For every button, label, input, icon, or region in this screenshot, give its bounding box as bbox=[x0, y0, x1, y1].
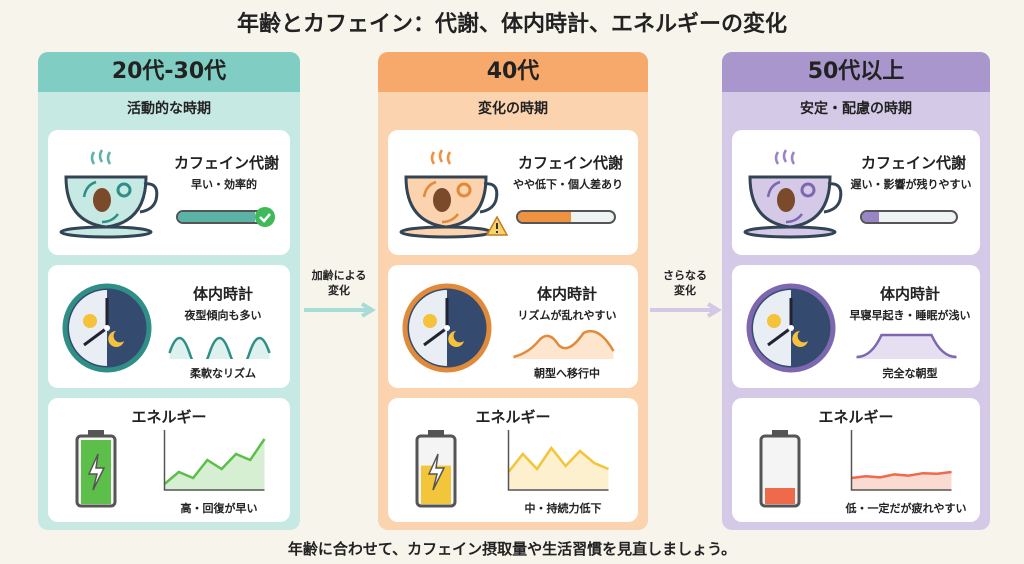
clock-caption: 柔軟なリズム bbox=[190, 367, 256, 380]
column-header: 50代以上 bbox=[722, 52, 990, 92]
transition-label: さらなる 変化 bbox=[663, 269, 707, 297]
clock-title: 体内時計 bbox=[192, 285, 253, 303]
column-subtitle: 変化の時期 bbox=[478, 101, 548, 117]
transition-arrow-0: 加齢による 変化 bbox=[300, 268, 378, 318]
coffee-cup-icon bbox=[743, 149, 843, 239]
metabolism-title: カフェイン代謝 bbox=[860, 154, 966, 172]
transition-arrow-1: さらなる 変化 bbox=[648, 268, 722, 318]
clock-title: 体内時計 bbox=[879, 285, 940, 303]
clock-desc: 早寝早起き・睡眠が浅い bbox=[849, 309, 971, 322]
progress-fill bbox=[178, 212, 256, 222]
age-column-2: 50代以上安定・配慮の時期 カフェイン代謝遅い・影響が残りやすい 体内時計早寝早… bbox=[722, 52, 990, 530]
column-subtitle: 安定・配慮の時期 bbox=[800, 101, 912, 117]
metabolism-desc: やや低下・個人差あり bbox=[513, 178, 623, 191]
energy-caption: 高・回復が早い bbox=[180, 502, 258, 515]
energy-card: エネルギー 高・回復が早い bbox=[48, 398, 290, 522]
energy-title: エネルギー bbox=[475, 408, 551, 426]
metabolism-card: カフェイン代謝やや低下・個人差あり bbox=[388, 130, 638, 255]
progress-fill bbox=[518, 212, 571, 222]
age-column-0: 20代-30代活動的な時期 カフェイン代謝早い・効率的 体内時計夜型傾向も多い柔… bbox=[38, 52, 300, 530]
energy-caption: 中・持続力低下 bbox=[524, 502, 602, 515]
coffee-cup-icon bbox=[59, 149, 159, 239]
rhythm-wave-icon bbox=[856, 333, 957, 359]
energy-trend-chart bbox=[850, 430, 952, 491]
clock-desc: 夜型傾向も多い bbox=[184, 309, 262, 322]
footer-note: 年齢に合わせて、カフェイン摂取量や生活習慣を見直しましょう。 bbox=[287, 540, 737, 558]
metabolism-progress-bar bbox=[516, 210, 616, 224]
arrow-right-icon bbox=[650, 302, 722, 318]
energy-card: エネルギー 低・一定だが疲れやすい bbox=[732, 398, 980, 522]
age-column-1: 40代変化の時期 カフェイン代謝やや低下・個人差あり 体内時計リズムが乱れやすい… bbox=[378, 52, 648, 530]
metabolism-title: カフェイン代謝 bbox=[517, 154, 623, 172]
metabolism-title: カフェイン代謝 bbox=[173, 154, 279, 172]
metabolism-progress-bar bbox=[860, 210, 958, 224]
check-icon bbox=[255, 207, 275, 227]
clock-caption: 完全な朝型 bbox=[882, 367, 938, 380]
body-clock-card: 体内時計夜型傾向も多い柔軟なリズム bbox=[48, 265, 290, 388]
body-clock-card: 体内時計リズムが乱れやすい朝型へ移行中 bbox=[388, 265, 638, 388]
metabolism-desc: 早い・効率的 bbox=[191, 178, 257, 191]
energy-caption: 低・一定だが疲れやすい bbox=[845, 502, 967, 515]
energy-card: エネルギー 中・持続力低下 bbox=[388, 398, 638, 522]
rhythm-wave-icon bbox=[168, 336, 271, 359]
column-header: 40代 bbox=[378, 52, 648, 92]
page-title: 年齢とカフェイン：代謝、体内時計、エネルギーの変化 bbox=[236, 12, 787, 37]
energy-title: エネルギー bbox=[131, 408, 207, 426]
metabolism-progress-bar bbox=[176, 210, 268, 224]
clock-desc: リズムが乱れやすい bbox=[517, 309, 617, 322]
progress-fill bbox=[862, 212, 879, 222]
metabolism-desc: 遅い・影響が残りやすい bbox=[850, 178, 972, 191]
clock-title: 体内時計 bbox=[536, 285, 597, 303]
energy-trend-chart bbox=[163, 430, 266, 491]
column-subtitle: 活動的な時期 bbox=[127, 101, 211, 117]
battery-icon bbox=[415, 430, 457, 508]
body-clock-card: 体内時計早寝早起き・睡眠が浅い完全な朝型 bbox=[732, 265, 980, 388]
energy-title: エネルギー bbox=[818, 408, 894, 426]
coffee-cup-icon bbox=[399, 149, 499, 239]
metabolism-card: カフェイン代謝遅い・影響が残りやすい bbox=[732, 130, 980, 255]
column-header: 20代-30代 bbox=[38, 52, 300, 92]
metabolism-card: カフェイン代謝早い・効率的 bbox=[48, 130, 290, 255]
arrow-right-icon bbox=[304, 302, 376, 318]
rhythm-wave-icon bbox=[513, 329, 615, 359]
energy-trend-chart bbox=[507, 430, 609, 491]
clock-icon bbox=[402, 283, 492, 373]
clock-icon bbox=[62, 283, 152, 373]
clock-icon bbox=[746, 283, 836, 373]
battery-icon bbox=[759, 430, 801, 508]
warning-icon bbox=[486, 216, 508, 236]
battery-icon bbox=[75, 430, 117, 508]
transition-label: 加齢による 変化 bbox=[311, 269, 367, 297]
clock-caption: 朝型へ移行中 bbox=[534, 367, 600, 380]
